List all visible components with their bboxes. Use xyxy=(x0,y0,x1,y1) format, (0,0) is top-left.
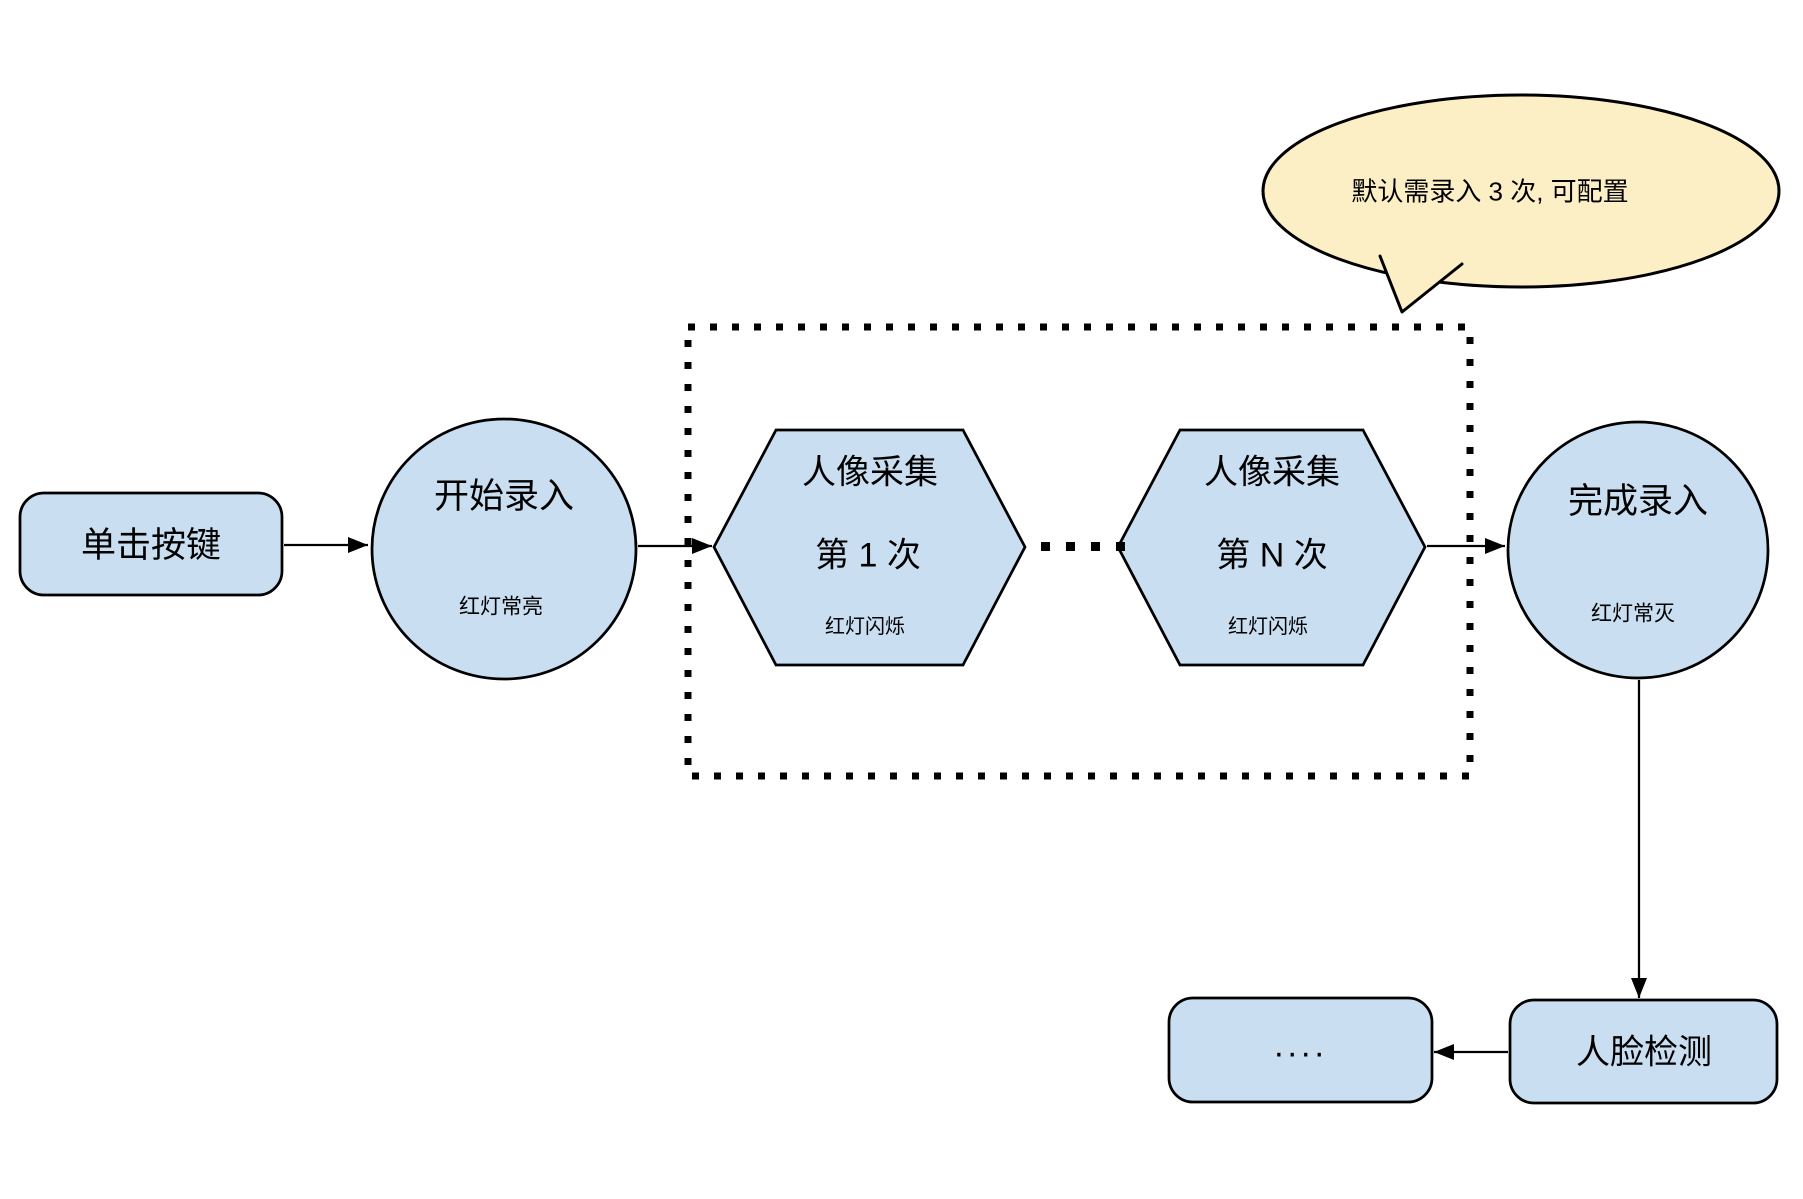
continuation-label: .... xyxy=(1274,1026,1328,1065)
click-button-label: 单击按键 xyxy=(80,525,222,565)
finish-entry-title: 完成录入 xyxy=(1567,481,1709,521)
node-continuation xyxy=(1167,996,1434,1104)
callout-bubble-tail xyxy=(1378,254,1464,314)
node-finish-entry xyxy=(1506,420,1770,680)
callout-text: 默认需录入 3 次, 可配置 xyxy=(1351,176,1629,207)
start-entry-subtitle: 红灯常亮 xyxy=(459,595,543,619)
node-start-entry xyxy=(370,417,638,681)
node-click-button xyxy=(18,491,284,597)
callout-bubble xyxy=(1261,93,1781,289)
finish-entry-subtitle: 红灯常灭 xyxy=(1591,602,1675,626)
capture-first-subtitle: 红灯闪烁 xyxy=(825,616,905,638)
node-capture-first xyxy=(712,428,1027,667)
start-entry-title: 开始录入 xyxy=(433,476,575,516)
ellipsis-dots-connector xyxy=(1041,542,1125,551)
node-face-detection xyxy=(1508,998,1779,1105)
capture-nth-line1: 人像采集 xyxy=(1204,453,1340,492)
capture-first-line1: 人像采集 xyxy=(802,453,938,492)
capture-nth-subtitle: 红灯闪烁 xyxy=(1228,616,1308,638)
node-capture-nth xyxy=(1116,428,1427,667)
capture-nth-line2: 第 N 次 xyxy=(1216,536,1328,575)
face-detection-label: 人脸检测 xyxy=(1576,1033,1712,1072)
capture-first-line2: 第 1 次 xyxy=(815,536,921,575)
